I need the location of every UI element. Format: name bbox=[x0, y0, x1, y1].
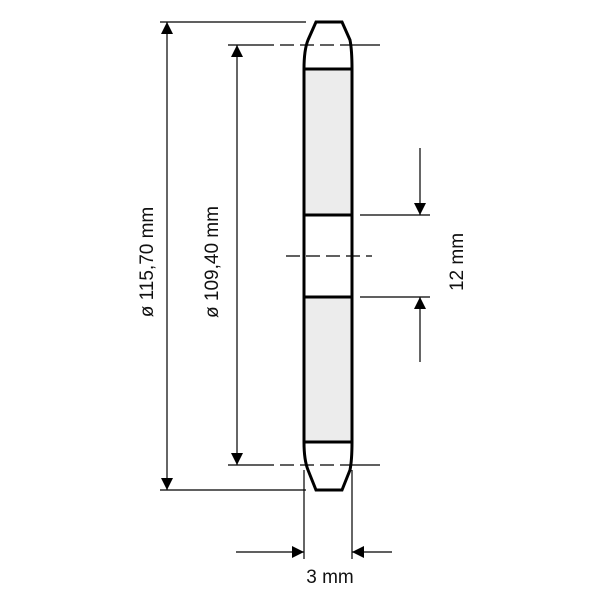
center-lines bbox=[228, 44, 380, 466]
pitch-diameter-label: ø 109,40 mm bbox=[202, 206, 223, 318]
outer-diameter-dimension bbox=[160, 21, 306, 491]
sprocket-outline bbox=[302, 20, 354, 492]
thickness-dimension bbox=[236, 470, 392, 559]
hub-width-dimension bbox=[360, 148, 430, 362]
hub-width-label: 12 mm bbox=[447, 233, 468, 291]
outer-diameter-label: ø 115,70 mm bbox=[137, 207, 158, 318]
thickness-label: 3 mm bbox=[306, 567, 354, 588]
